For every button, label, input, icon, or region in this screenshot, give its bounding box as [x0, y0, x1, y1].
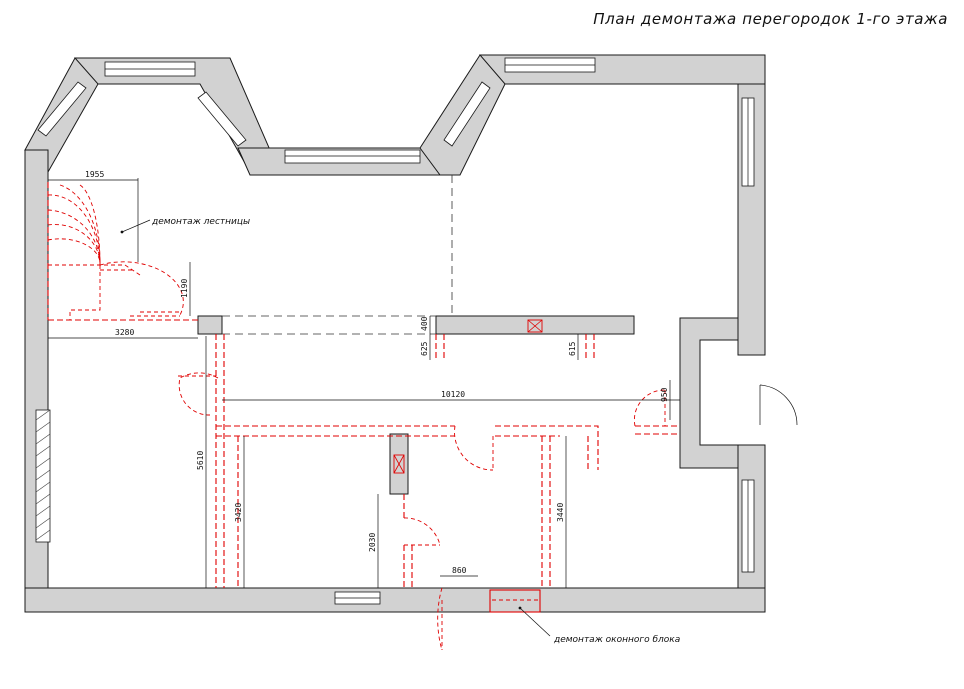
dim-625: 625	[420, 341, 429, 356]
dimension-texts: 1955 3280 10120 860 1190 400 625 615 950…	[85, 170, 669, 575]
dim-2030: 2030	[368, 533, 377, 552]
demolition-partitions	[178, 334, 680, 651]
stairs-demolition-label: демонтаж лестницы	[151, 217, 250, 227]
dim-1955: 1955	[85, 170, 104, 179]
page-title: План демонтажа перегородок 1-го этажа	[593, 10, 948, 28]
dim-950: 950	[660, 387, 669, 402]
entrance-door	[759, 384, 798, 426]
demolition-stairs	[47, 182, 198, 321]
exterior-walls	[24, 54, 766, 613]
dim-860: 860	[452, 566, 467, 575]
dim-3280: 3280	[115, 328, 134, 337]
left-hatch	[35, 409, 51, 541]
opening-lines	[222, 175, 453, 335]
dimension-lines	[48, 178, 680, 637]
window-block-demolition-label: демонтаж оконного блока	[553, 635, 680, 645]
dim-615: 615	[568, 341, 577, 356]
interior-walls	[197, 315, 635, 495]
dim-5610: 5610	[196, 451, 205, 470]
dim-400: 400	[420, 316, 429, 331]
dim-10120: 10120	[441, 390, 465, 399]
windows	[35, 57, 755, 605]
dim-1190: 1190	[180, 279, 189, 298]
dim-3440: 3440	[556, 503, 565, 522]
dim-3420: 3420	[234, 503, 243, 522]
